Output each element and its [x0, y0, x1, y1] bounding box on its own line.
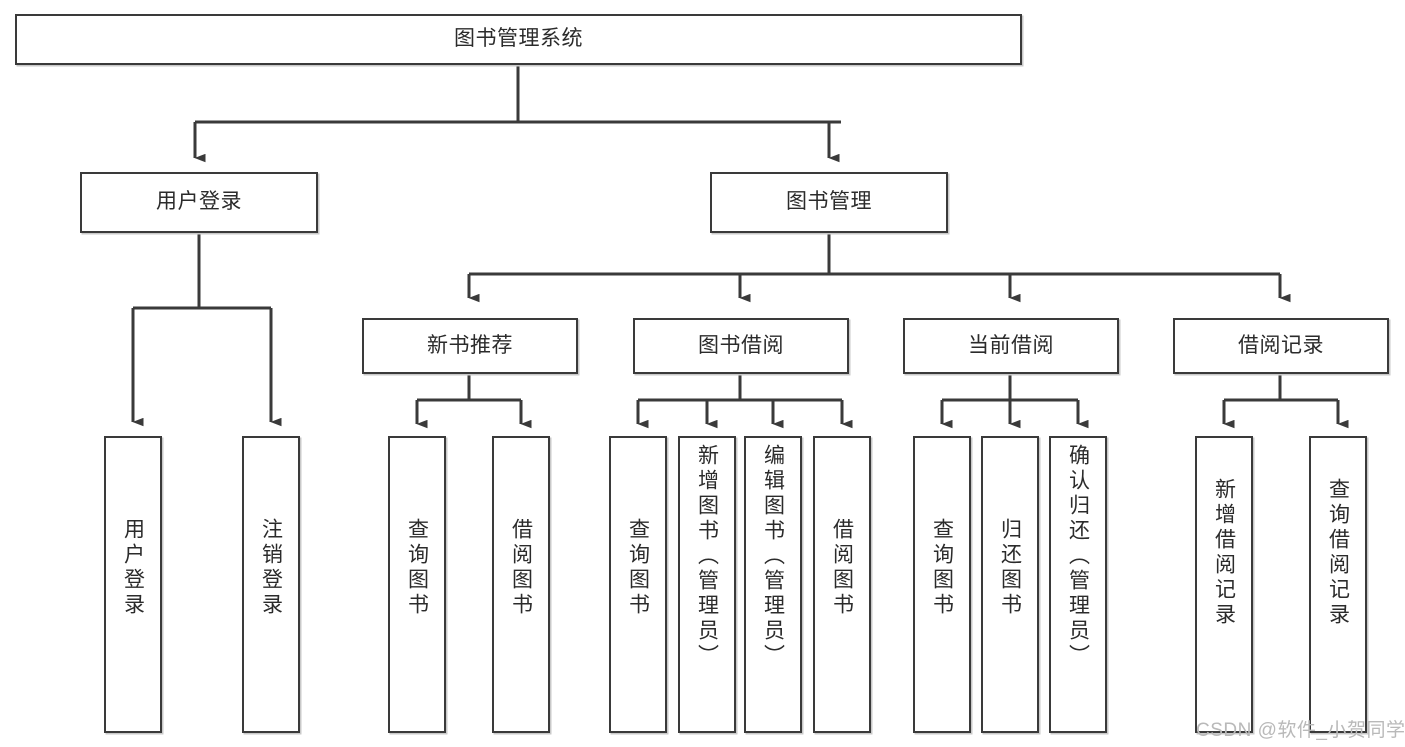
node-book-management-system[interactable]: 图书管理系统 [15, 14, 1022, 65]
node-label: 借阅图书 [509, 518, 533, 618]
leaf-edit-book[interactable]: 编辑图书（管理员） [744, 436, 802, 733]
node-label: 图书管理 [786, 190, 872, 214]
node-label: 用户登录 [121, 518, 145, 618]
node-label: 用户登录 [156, 190, 242, 214]
leaf-add-book[interactable]: 新增图书（管理员） [678, 436, 736, 733]
node-label: 确认归还（管理员） [1066, 444, 1090, 669]
node-label: 借阅图书 [830, 518, 854, 618]
node-borrow-record[interactable]: 借阅记录 [1173, 318, 1389, 374]
leaf-borrow-book-1[interactable]: 借阅图书 [492, 436, 550, 733]
node-label: 借阅记录 [1238, 333, 1324, 357]
leaf-query-book-3[interactable]: 查询图书 [913, 436, 971, 733]
leaf-borrow-book-2[interactable]: 借阅图书 [813, 436, 871, 733]
leaf-return-book[interactable]: 归还图书 [981, 436, 1039, 733]
node-label: 查询图书 [930, 518, 954, 618]
leaf-user-login[interactable]: 用户登录 [104, 436, 162, 733]
node-book-borrow[interactable]: 图书借阅 [633, 318, 849, 374]
node-label: 当前借阅 [968, 333, 1054, 357]
node-new-book-recommend[interactable]: 新书推荐 [362, 318, 578, 374]
node-user-login[interactable]: 用户登录 [80, 172, 318, 233]
node-label: 查询图书 [405, 518, 429, 618]
node-label: 查询借阅记录 [1326, 478, 1350, 628]
node-label: 新增图书（管理员） [695, 444, 719, 669]
node-label: 图书管理系统 [454, 27, 583, 51]
node-current-borrow[interactable]: 当前借阅 [903, 318, 1119, 374]
leaf-query-book-2[interactable]: 查询图书 [609, 436, 667, 733]
node-label: 编辑图书（管理员） [761, 444, 785, 669]
node-label: 新增借阅记录 [1212, 478, 1236, 628]
node-label: 图书借阅 [698, 333, 784, 357]
node-label: 查询图书 [626, 518, 650, 618]
leaf-confirm-return[interactable]: 确认归还（管理员） [1049, 436, 1107, 733]
node-label: 新书推荐 [427, 333, 513, 357]
node-label: 归还图书 [998, 518, 1022, 618]
csdn-watermark: CSDN @软件_小贺同学 [1196, 720, 1405, 741]
node-book-management[interactable]: 图书管理 [710, 172, 948, 233]
leaf-logout-login[interactable]: 注销登录 [242, 436, 300, 733]
leaf-query-book-1[interactable]: 查询图书 [388, 436, 446, 733]
leaf-add-record[interactable]: 新增借阅记录 [1195, 436, 1253, 733]
node-label: 注销登录 [259, 518, 283, 618]
leaf-query-record[interactable]: 查询借阅记录 [1309, 436, 1367, 733]
